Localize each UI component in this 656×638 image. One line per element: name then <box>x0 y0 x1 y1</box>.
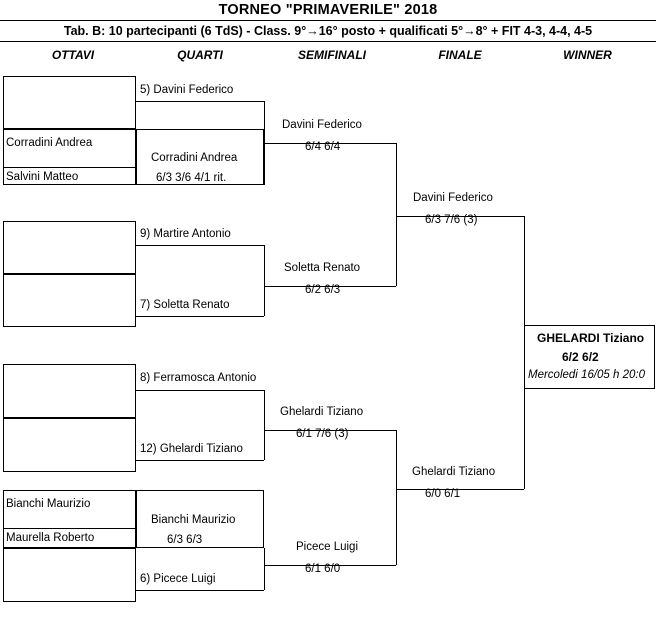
player-ottavi-soletta: 7) Soletta Renato <box>140 299 230 311</box>
score-finale-davini: 6/3 7/6 (3) <box>425 214 478 226</box>
round-heading-ottavi: OTTAVI <box>51 48 95 62</box>
bracket-connector-semifinali-top <box>396 143 397 286</box>
player-ottavi-picece: 6) Picece Luigi <box>140 573 216 585</box>
bracket-line-semifinali-3 <box>264 430 396 431</box>
round-heading-finale: FINALE <box>438 48 482 62</box>
round-heading-semifinali: SEMIFINALI <box>298 48 366 62</box>
bracket-connector-quarti-4 <box>264 548 265 590</box>
bracket-line-semifinali-2 <box>264 286 396 287</box>
round-heading-quarti: QUARTI <box>177 48 223 62</box>
score-quarti-corradini: 6/3 3/6 4/1 rit. <box>156 172 227 184</box>
player-ottavi-davini: 5) Davini Federico <box>140 84 234 96</box>
score-finale-ghelardi: 6/0 6/1 <box>425 488 461 500</box>
winner-name: GHELARDI Tiziano <box>537 331 645 345</box>
bracket-line-ottavi-4 <box>136 390 264 391</box>
bracket-connector-quarti-3 <box>264 390 265 460</box>
player-ottavi-bianchi: Bianchi Maurizio <box>6 498 91 510</box>
player-ottavi-corradini: Corradini Andrea <box>6 137 93 149</box>
player-ottavi-salvini: Salvini Matteo <box>6 171 79 183</box>
winner-date: Mercoledi 16/05 h 20:0 <box>528 369 645 381</box>
header-rule-bottom <box>0 41 656 42</box>
ottavi-empty-box-3 <box>3 274 136 327</box>
page-subtitle: Tab. B: 10 partecipanti (6 TdS) - Class.… <box>63 24 593 38</box>
player-ottavi-ferramosca: 8) Ferramosca Antonio <box>140 372 257 384</box>
player-finale-ghelardi: Ghelardi Tiziano <box>412 466 496 478</box>
bracket-line-ottavi-5 <box>136 460 264 461</box>
player-quarti-bianchi: Bianchi Maurizio <box>151 514 236 526</box>
player-ottavi-maurella: Maurella Roberto <box>6 532 95 544</box>
bracket-line-finale-2 <box>396 489 524 490</box>
player-ottavi-martire: 9) Martire Antonio <box>140 228 231 240</box>
bracket-connector-quarti-2 <box>264 245 265 316</box>
player-quarti-corradini: Corradini Andrea <box>151 152 238 164</box>
bracket-line-finale-1 <box>396 216 524 217</box>
bracket-line-ottavi-2 <box>136 245 264 246</box>
header-rule-top <box>0 20 656 21</box>
page-title: TORNEO "PRIMAVERILE" 2018 <box>218 2 438 18</box>
player-finale-davini: Davini Federico <box>413 192 493 204</box>
ottavi-empty-box-2 <box>3 221 136 274</box>
bracket-connector-semifinali-bottom <box>396 430 397 565</box>
bracket-line-ottavi-divider-1 <box>3 167 136 168</box>
player-semifinali-davini: Davini Federico <box>282 119 362 131</box>
player-semifinali-soletta: Soletta Renato <box>284 262 361 274</box>
bracket-line-ottavi-6 <box>136 590 264 591</box>
bracket-line-ottavi-3 <box>136 316 264 317</box>
score-semifinali-soletta: 6/2 6/3 <box>305 284 341 296</box>
ottavi-empty-box-1 <box>3 76 136 129</box>
score-quarti-bianchi: 6/3 6/3 <box>167 534 203 546</box>
ottavi-empty-box-6 <box>3 548 136 602</box>
ottavi-box-corradini-salvini <box>3 129 136 185</box>
ottavi-empty-box-5 <box>3 418 136 472</box>
score-semifinali-picece: 6/1 6/0 <box>305 563 341 575</box>
bracket-line-ottavi-divider-2 <box>3 528 136 529</box>
bracket-line-ottavi-1 <box>136 101 264 102</box>
bracket-line-semifinali-1 <box>264 143 396 144</box>
player-semifinali-ghelardi: Ghelardi Tiziano <box>280 406 364 418</box>
quarti-box-bottom <box>136 490 264 548</box>
player-semifinali-picece: Picece Luigi <box>296 541 359 553</box>
ottavi-empty-box-4 <box>3 364 136 418</box>
score-semifinali-davini: 6/4 6/4 <box>305 141 341 153</box>
winner-score: 6/2 6/2 <box>562 350 599 364</box>
score-semifinali-ghelardi: 6/1 7/6 (3) <box>296 428 349 440</box>
quarti-box-top <box>136 129 264 185</box>
player-ottavi-ghelardi: 12) Ghelardi Tiziano <box>140 443 243 455</box>
bracket-line-semifinali-4 <box>264 565 396 566</box>
bracket-connector-finale <box>524 216 525 489</box>
ottavi-box-bianchi-maurella <box>3 490 136 548</box>
round-heading-winner: WINNER <box>563 48 612 62</box>
